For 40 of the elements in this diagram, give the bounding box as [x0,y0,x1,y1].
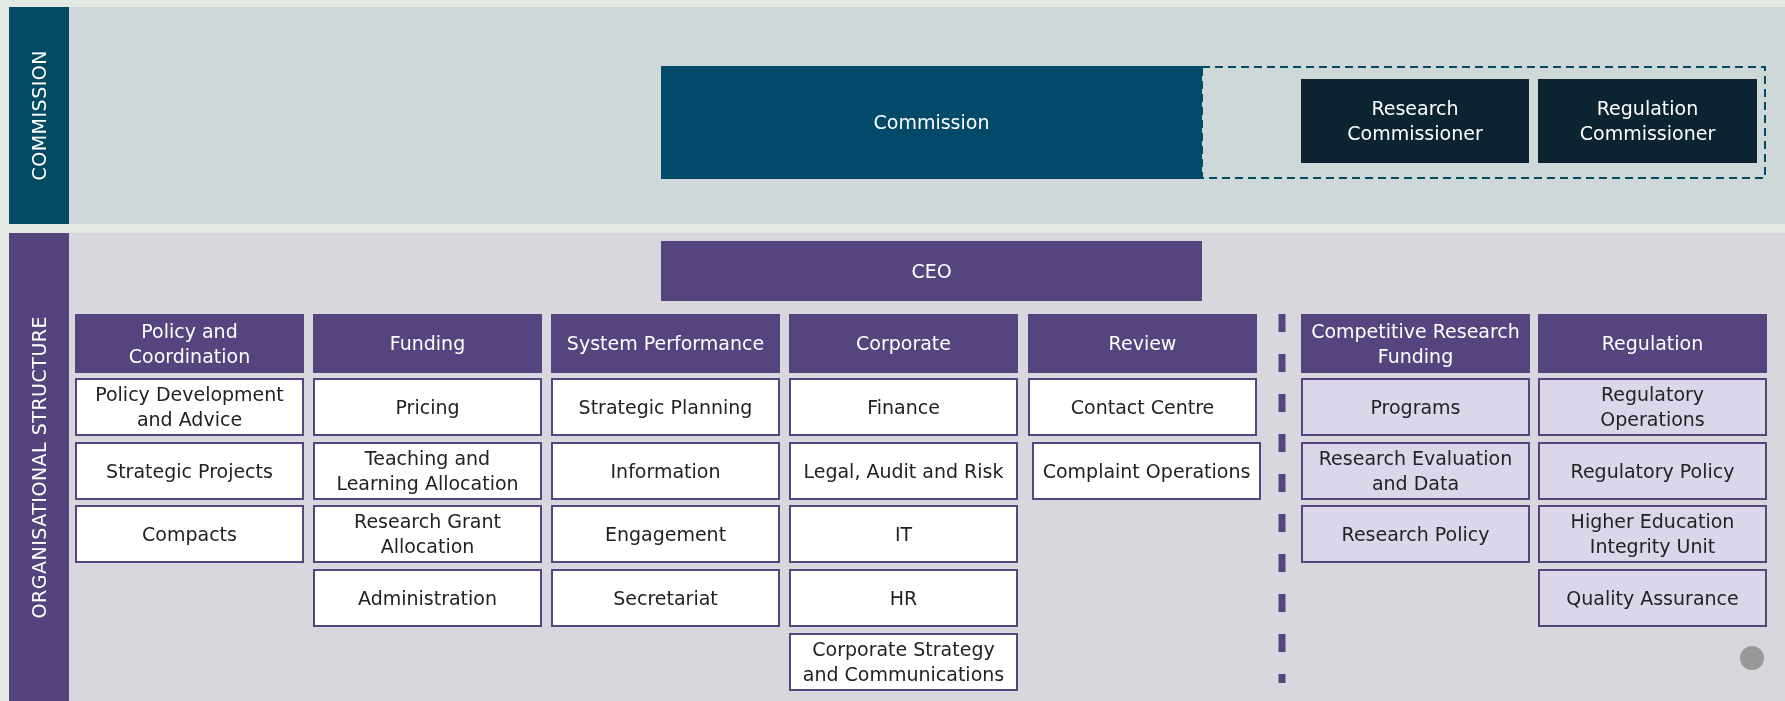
commission-box: Commission [661,66,1202,179]
commissioner-box: Research Commissioner [1301,79,1529,163]
unit-box: Administration [313,569,542,627]
unit-box: Research Evaluation and Data [1301,442,1530,500]
unit-box: IT [789,505,1018,563]
unit-box: Regulatory Policy [1538,442,1767,500]
unit-box: Strategic Projects [75,442,304,500]
unit-box: Compacts [75,505,304,563]
unit-box: Engagement [551,505,780,563]
unit-box: Pricing [313,378,542,436]
band-title: ORGANISATIONAL STRUCTURE [26,315,51,619]
unit-box: Higher Education Integrity Unit [1538,505,1767,563]
division-header: Policy and Coordination [75,314,304,373]
unit-box: Complaint Operations [1032,442,1261,500]
division-header: Review [1028,314,1257,373]
unit-box: Regulatory Operations [1538,378,1767,436]
unit-box: Strategic Planning [551,378,780,436]
division-header: Regulation [1538,314,1767,373]
unit-box: Research Grant Allocation [313,505,542,563]
unit-box: Corporate Strategy and Communications [789,633,1018,691]
unit-box: Secretariat [551,569,780,627]
division-header: Competitive Research Funding [1301,314,1530,373]
commissioner-box: Regulation Commissioner [1538,79,1757,163]
unit-box: Information [551,442,780,500]
band-title: COMMISSION [26,50,51,181]
organisation-band [9,233,1785,701]
unit-box: Legal, Audit and Risk [789,442,1018,500]
unit-box: Research Policy [1301,505,1530,563]
unit-box: Quality Assurance [1538,569,1767,627]
division-header: System Performance [551,314,780,373]
ceo-box: CEO [661,241,1202,301]
unit-box: Contact Centre [1028,378,1257,436]
unit-box: Programs [1301,378,1530,436]
division-header: Funding [313,314,542,373]
unit-box: Finance [789,378,1018,436]
unit-box: Teaching and Learning Allocation [313,442,542,500]
unit-box: Policy Development and Advice [75,378,304,436]
division-header: Corporate [789,314,1018,373]
commission-band [9,7,1785,224]
unit-box: HR [789,569,1018,627]
